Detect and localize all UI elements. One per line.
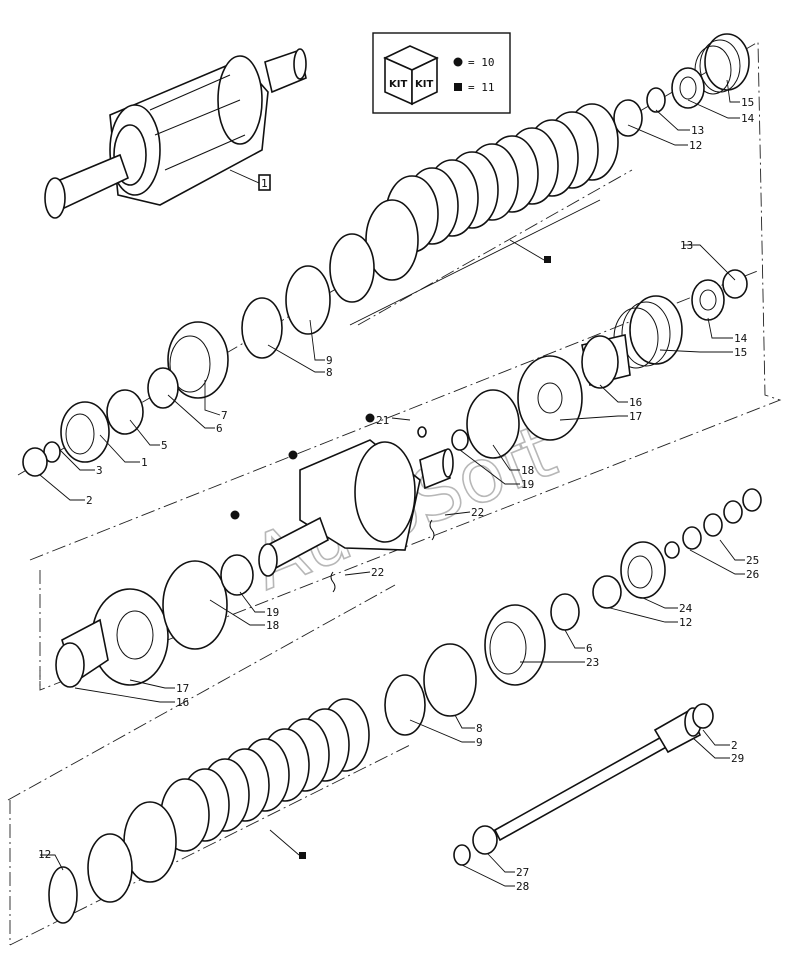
callout-9-low: 9: [476, 736, 483, 749]
kit-box-icon: KIT KIT: [383, 45, 439, 106]
callout-24: 24: [679, 602, 693, 615]
callout-labels: 1 2 3 1 5 6 7 8 9 12 13 14 15 13 14 15 1…: [38, 96, 759, 893]
callout-28: 28: [516, 880, 529, 893]
circle-kit-symbol: [453, 57, 463, 67]
callout-2-low: 2: [731, 739, 738, 752]
callout-29: 29: [731, 752, 744, 765]
callout-18-mid: 18: [521, 464, 534, 477]
callout-17-mid: 17: [629, 410, 642, 423]
kit-label-left: KIT: [389, 79, 407, 90]
callout-17-low: 17: [176, 682, 189, 695]
circle-kit-marker-2: [288, 450, 298, 460]
callout-14-top: 14: [741, 112, 755, 125]
gear-bearing-group-lower-right: [484, 488, 762, 686]
callout-27: 27: [516, 866, 529, 879]
callout-1: 1: [141, 456, 148, 469]
callout-15-mid: 15: [734, 346, 747, 359]
spring-washer-group-top: [613, 33, 750, 137]
callout-8-low: 8: [476, 722, 483, 735]
callout-13-mid: 13: [680, 239, 693, 252]
callout-14-mid: 14: [734, 332, 748, 345]
callout-6-low: 6: [586, 642, 593, 655]
callout-9: 9: [326, 354, 333, 367]
pin-glyphs: [330, 519, 435, 593]
callout-25: 25: [746, 554, 759, 567]
leader-lines: [39, 79, 745, 887]
spring-washer-group-middle: [451, 269, 748, 459]
callout-1-top: 1: [261, 177, 268, 190]
kit-legend: KIT KIT = 10 = 11: [372, 32, 511, 114]
pin-22-upper: [429, 519, 435, 541]
callout-22-upper: 22: [471, 506, 484, 519]
housing-lower-left: [55, 554, 254, 688]
callout-16-low: 16: [176, 696, 189, 709]
callout-19-low: 19: [266, 606, 279, 619]
callout-3: 3: [96, 464, 103, 477]
callout-16-mid: 16: [629, 396, 642, 409]
square-kit-marker-bottom: [299, 852, 306, 859]
clutch-plate-stack-top: [241, 103, 619, 359]
gear-bearing-group-left: [22, 321, 229, 477]
callout-21: 21: [376, 414, 389, 427]
square-kit-symbol: [454, 83, 462, 91]
square-kit-value: = 11: [468, 81, 495, 94]
circle-kit-marker-1: [365, 413, 375, 423]
circle-kit-marker-3: [230, 510, 240, 520]
callout-2: 2: [86, 494, 93, 507]
callout-26: 26: [746, 568, 759, 581]
callout-18-low: 18: [266, 619, 279, 632]
square-kit-marker-top: [544, 256, 551, 263]
circle-kit-value: = 10: [468, 56, 495, 69]
output-shaft-lower-right: [453, 703, 714, 866]
callout-13-top: 13: [691, 124, 704, 137]
callout-12-low: 12: [679, 616, 692, 629]
callout-5: 5: [161, 439, 168, 452]
clutch-hub-center: [230, 413, 454, 577]
callout-19-mid: 19: [521, 478, 534, 491]
clutch-plate-stack-bottom: [48, 643, 477, 924]
callout-12-top: 12: [689, 139, 702, 152]
callout-8: 8: [326, 366, 333, 379]
callout-12-bottom: 12: [38, 848, 51, 861]
callout-7: 7: [221, 409, 228, 422]
callout-22-lower: 22: [371, 566, 384, 579]
pin-22-lower: [330, 571, 336, 593]
callout-15-top: 15: [741, 96, 754, 109]
callout-box-1: [258, 174, 271, 191]
callout-6: 6: [216, 422, 223, 435]
kit-label-right: KIT: [415, 79, 433, 90]
callout-23: 23: [586, 656, 599, 669]
clutch-carrier-assembly-top: [44, 48, 307, 219]
